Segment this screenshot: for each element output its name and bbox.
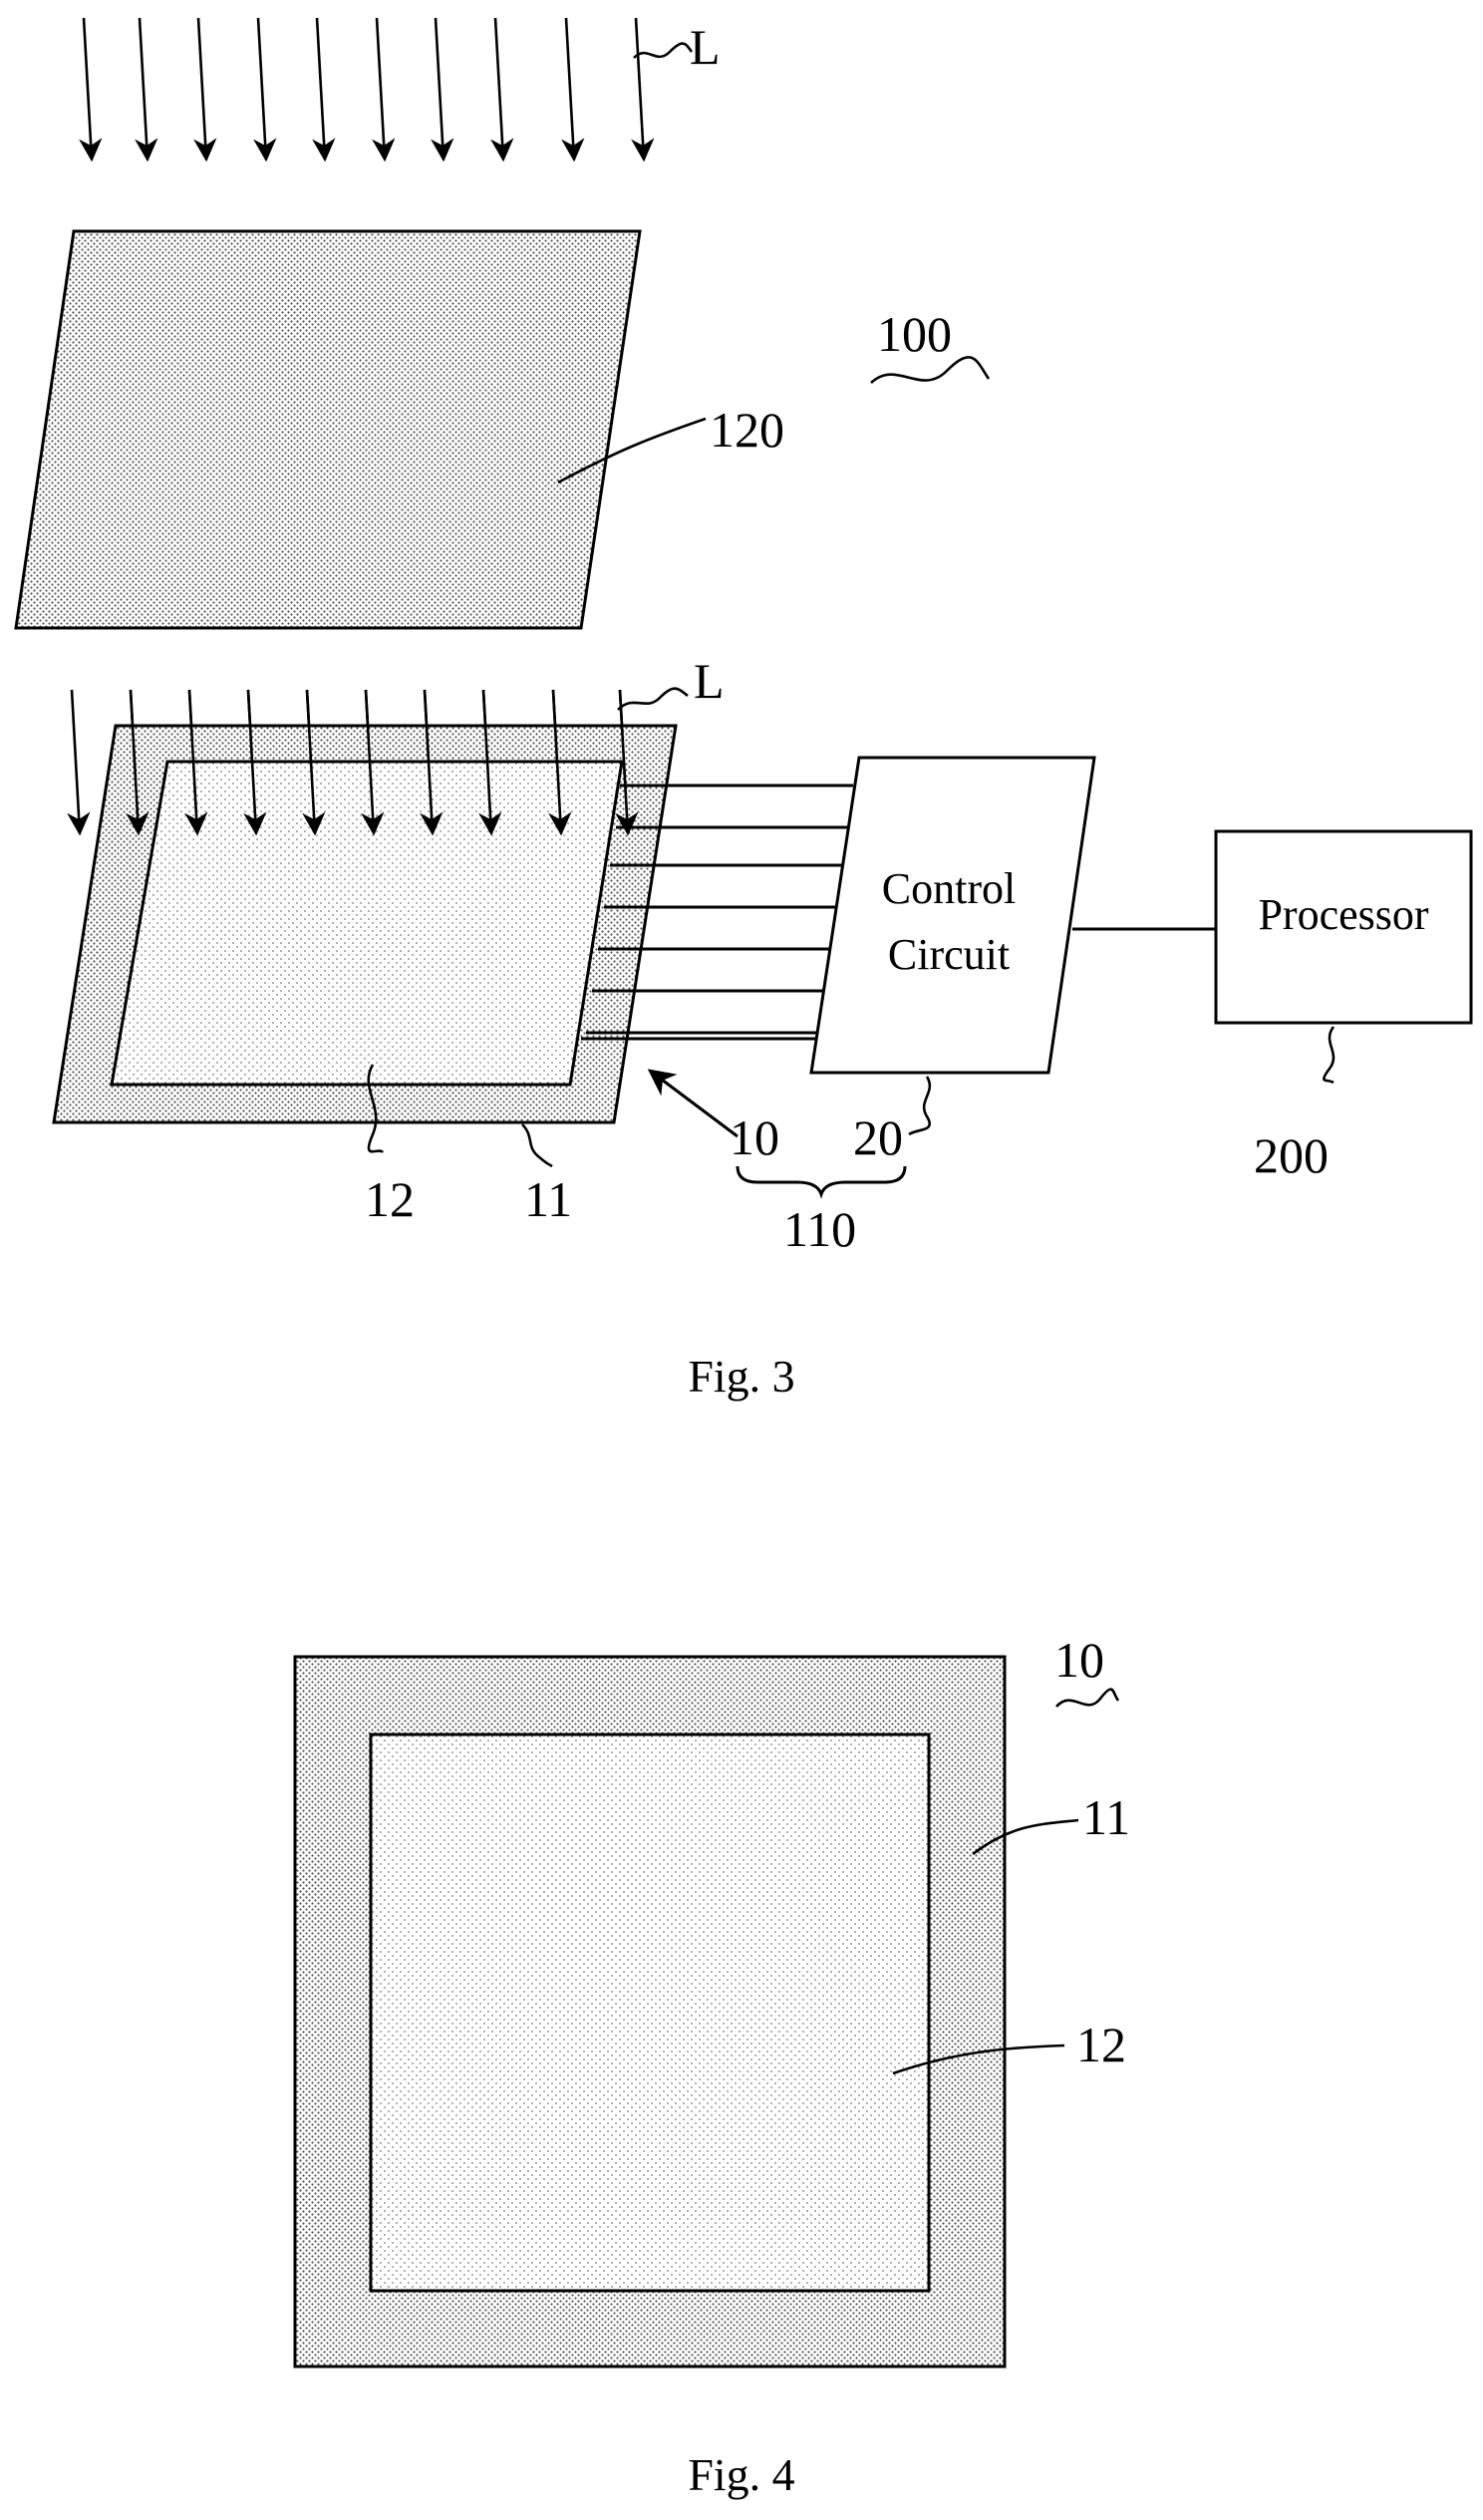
fig4: 10 11 12 Fig. 4	[295, 1632, 1130, 2500]
fig4-ref-12: 12	[1076, 2017, 1126, 2072]
brace-110	[738, 1166, 905, 1194]
leader-L-mid	[618, 689, 688, 710]
ref-20: 20	[853, 1109, 903, 1165]
light-arrows-top	[84, 18, 644, 159]
ref-100: 100	[877, 306, 952, 362]
caption-fig3: Fig. 3	[688, 1351, 794, 1402]
ref-10: 10	[730, 1109, 779, 1165]
fig4-ref-11: 11	[1082, 1789, 1130, 1845]
leader-200	[1324, 1027, 1334, 1083]
leader-20	[909, 1077, 930, 1134]
leader-L-top	[634, 44, 692, 58]
sensor-inner-region-12-top-view	[371, 1734, 929, 2291]
ref-200: 200	[1254, 1127, 1329, 1183]
fig4-leader-10	[1056, 1690, 1118, 1707]
leader-11	[522, 1124, 552, 1166]
ref-12: 12	[365, 1171, 415, 1227]
label-L-mid: L	[694, 653, 725, 709]
ref-110: 110	[783, 1201, 856, 1257]
label-L-top: L	[690, 19, 721, 75]
arrow-to-sensor	[650, 1071, 738, 1136]
optical-layer-120	[16, 231, 640, 628]
control-circuit-20	[811, 758, 1094, 1073]
sensor-inner-region-12	[112, 762, 622, 1085]
control-circuit-label-line1: Control	[882, 864, 1016, 913]
processor-label: Processor	[1258, 890, 1428, 939]
fig3: L 120 100 L	[16, 18, 1471, 1402]
caption-fig4: Fig. 4	[688, 2449, 794, 2500]
ref-11: 11	[524, 1171, 572, 1227]
control-circuit-label-line2: Circuit	[888, 930, 1010, 979]
ref-120: 120	[710, 402, 784, 458]
fig4-ref-10: 10	[1054, 1632, 1104, 1688]
